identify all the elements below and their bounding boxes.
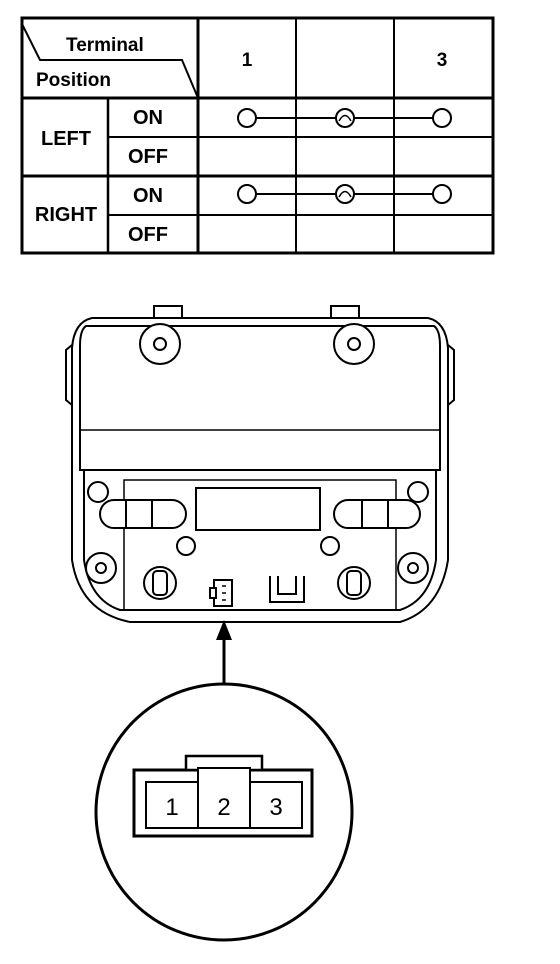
bulb-left	[125, 499, 153, 529]
continuity-table	[20, 16, 495, 255]
table-rows: LEFT ON OFF RIGHT ON OFF	[35, 107, 168, 246]
state-left-on: ON	[133, 107, 163, 129]
header-position-label: Position	[36, 70, 111, 91]
pin-1-label: 1	[165, 794, 178, 821]
continuity-left-on	[237, 108, 452, 128]
state-right-off: OFF	[128, 224, 168, 246]
pin-2-label: 2	[217, 794, 230, 821]
bulb-symbol-icon	[335, 184, 355, 204]
state-left-off: OFF	[128, 146, 168, 168]
header-terminal-label: Terminal	[66, 35, 144, 56]
bulb-filament	[338, 114, 352, 122]
terminal-3-marker	[432, 184, 452, 204]
light-assembly	[65, 305, 455, 623]
bulb-right	[361, 499, 389, 529]
u-clip	[269, 576, 305, 603]
terminal-column-3: 3	[437, 50, 448, 71]
table-header: Terminal Position 1 3	[36, 35, 447, 91]
lens-outline	[79, 325, 441, 471]
lower-body	[83, 469, 437, 611]
position-left: LEFT	[41, 128, 91, 150]
terminal-1-marker	[237, 108, 257, 128]
state-right-on: ON	[133, 185, 163, 207]
connector-arrow	[216, 620, 232, 688]
connector-detail: 1 2 3	[94, 682, 354, 942]
continuity-right-on	[237, 184, 452, 204]
terminal-3-marker	[432, 108, 452, 128]
bulb-filament	[338, 190, 352, 198]
bulb-symbol-icon	[335, 108, 355, 128]
terminal-1-marker	[237, 184, 257, 204]
position-right: RIGHT	[35, 204, 97, 226]
pin-3-label: 3	[269, 794, 282, 821]
housing-connector	[209, 579, 233, 607]
terminal-column-1: 1	[242, 50, 253, 71]
